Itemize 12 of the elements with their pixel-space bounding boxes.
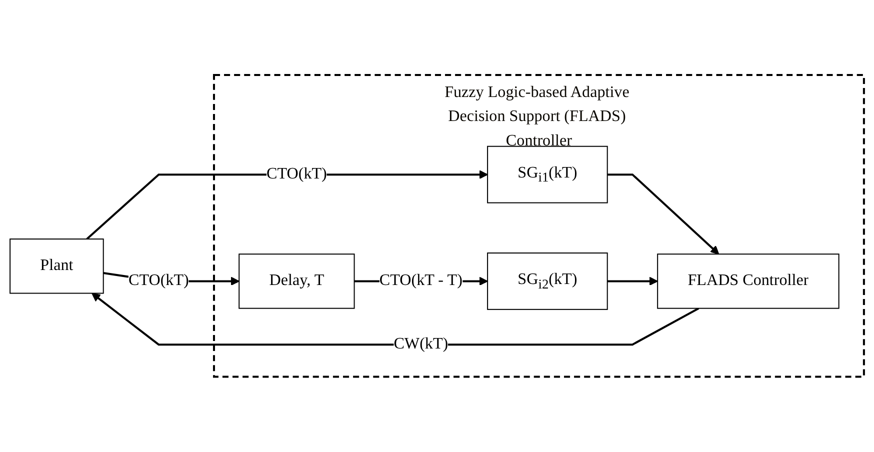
node-box: Plant [10,238,104,294]
arrow [607,276,658,286]
node-box: FLADS Controller [657,254,840,309]
node-box: SG$_{i2}$(kT) [487,252,608,310]
edge-label: CTO(kT) [266,166,327,183]
arrow [92,292,700,346]
edge-label: CTO(kT - T) [379,272,462,290]
node-box: SG$_{i1}$(kT) [487,146,608,204]
edge-label: CTO(kT) [128,272,189,290]
arrow [607,174,720,255]
edge-label: CW(kT) [394,336,448,353]
node-box: Delay, T [238,254,355,309]
